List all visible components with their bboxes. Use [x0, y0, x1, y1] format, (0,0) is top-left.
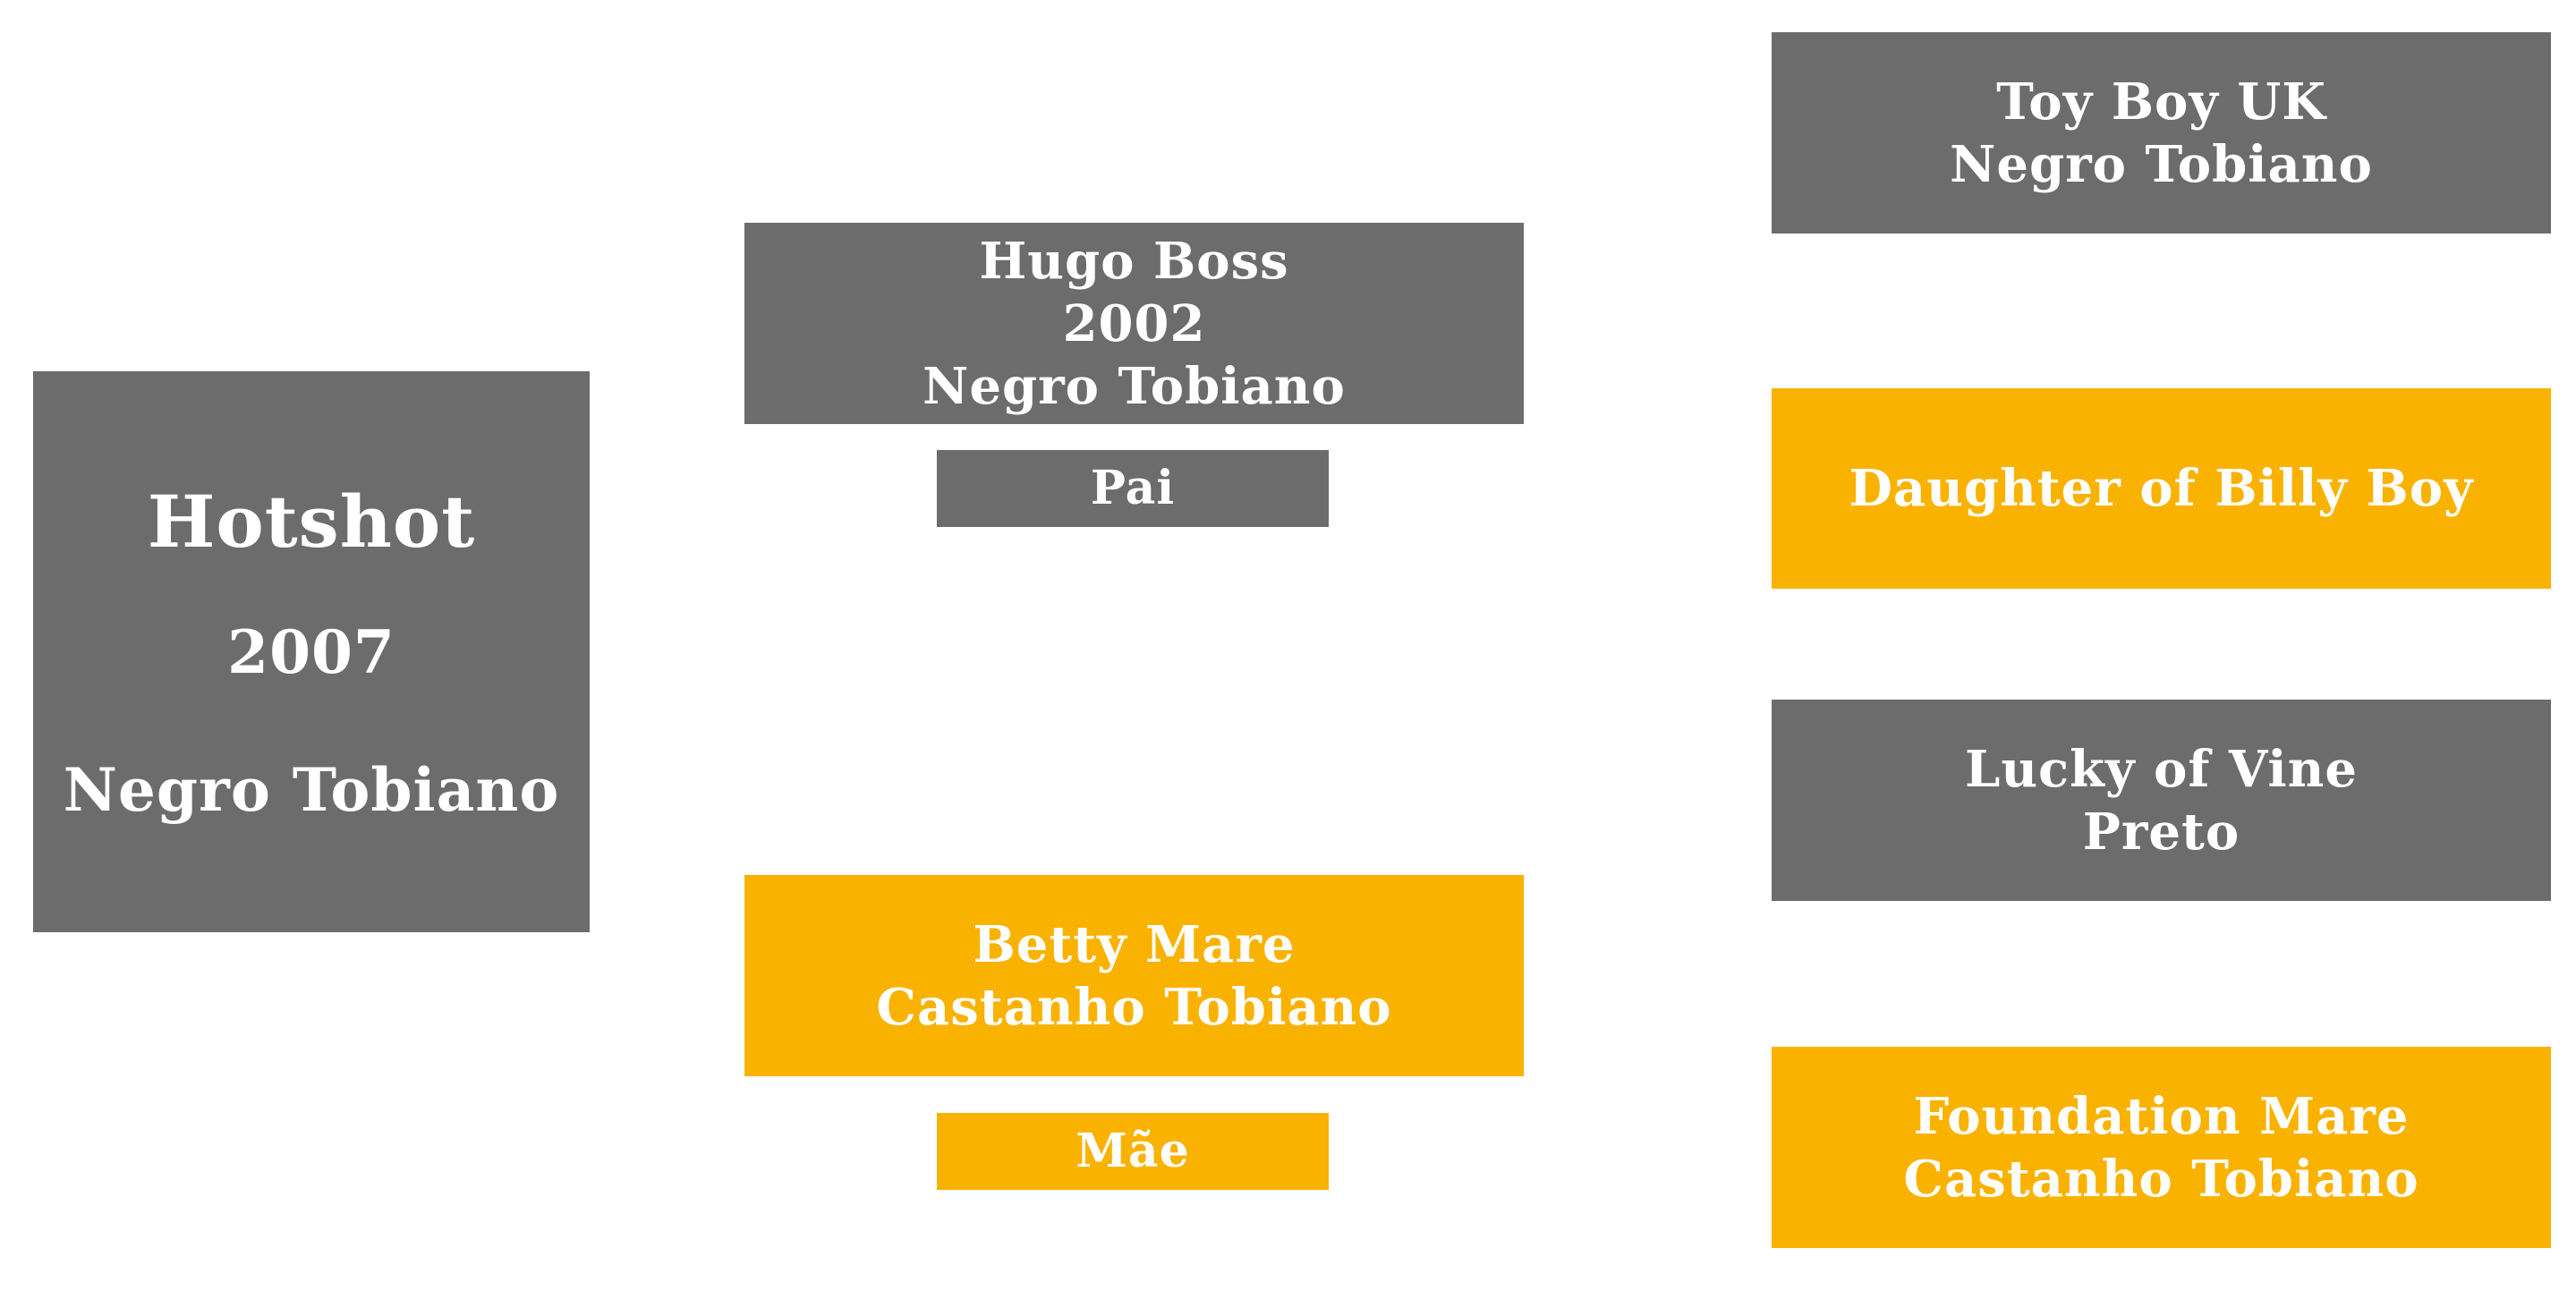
- sire-card: Hugo Boss 2002 Negro Tobiano: [744, 223, 1524, 424]
- maternal-grandsire-card: Lucky of Vine Preto: [1772, 700, 2551, 901]
- subject-year: 2007: [227, 616, 395, 687]
- sire-label-text: Pai: [1090, 461, 1176, 515]
- maternal-grandsire-coat: Preto: [2082, 802, 2240, 862]
- maternal-granddam-name: Foundation Mare: [1913, 1086, 2410, 1146]
- sire-name: Hugo Boss: [979, 231, 1289, 291]
- dam-label-text: Mãe: [1075, 1124, 1190, 1178]
- subject-name: Hotshot: [147, 479, 476, 564]
- maternal-granddam-card: Foundation Mare Castanho Tobiano: [1772, 1047, 2551, 1248]
- sire-coat: Negro Tobiano: [922, 356, 1346, 416]
- dam-card: Betty Mare Castanho Tobiano: [744, 875, 1524, 1076]
- paternal-granddam-name: Daughter of Billy Boy: [1849, 459, 2474, 518]
- dam-name: Betty Mare: [973, 914, 1296, 974]
- paternal-grandsire-coat: Negro Tobiano: [1950, 134, 2373, 194]
- subject-coat: Negro Tobiano: [63, 754, 560, 825]
- maternal-granddam-coat: Castanho Tobiano: [1903, 1149, 2419, 1209]
- sire-year: 2002: [1062, 293, 1206, 353]
- dam-coat: Castanho Tobiano: [876, 977, 1392, 1037]
- paternal-grandsire-card: Toy Boy UK Negro Tobiano: [1772, 32, 2551, 234]
- sire-label: Pai: [937, 450, 1329, 527]
- maternal-grandsire-name: Lucky of Vine: [1964, 739, 2359, 799]
- paternal-granddam-card: Daughter of Billy Boy: [1772, 388, 2551, 589]
- dam-label: Mãe: [937, 1113, 1329, 1190]
- subject-horse-card: Hotshot 2007 Negro Tobiano: [33, 371, 590, 932]
- paternal-grandsire-name: Toy Boy UK: [1996, 72, 2326, 132]
